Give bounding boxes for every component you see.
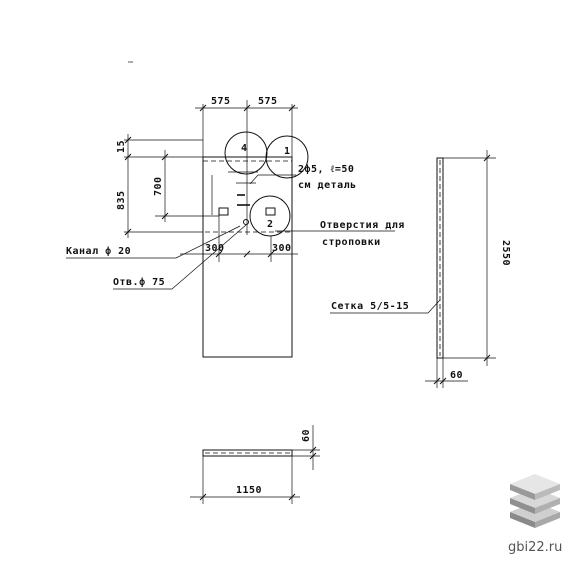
dim-side-thickness: 60 [301,429,312,442]
dim-left-total: 835 [116,190,127,210]
panel-outline [202,156,293,358]
callout-4-label: 4 [241,143,248,154]
left-dimensions: 15 835 700 [116,134,219,238]
stacked-slabs-logo-icon [510,474,560,528]
dim-right-small: 60 [450,370,463,381]
dim-left-mid: 700 [153,176,164,196]
side-outline [436,157,444,359]
mesh-label: Сетка 5/5-15 [331,301,409,312]
dim-left-top: 15 [116,140,127,153]
holes-label-line1: Отверстия для [320,220,405,231]
detail-label-line1: 2ф5, ℓ=50 [298,163,354,175]
bottom-dimensions: 300 300 [180,215,298,262]
callout-circles: 4 1 2 [224,131,309,237]
callout-2-label: 2 [267,219,274,230]
holes-label-line2: строповки [322,237,381,248]
dim-bottom-right: 300 [272,243,292,254]
dim-bottom-left: 300 [205,243,225,254]
dim-top-left: 575 [211,96,231,107]
callout-circle-1 [265,135,309,179]
channel-label: Канал ф 20 [66,245,131,257]
panel-top-view: 60 1150 [190,425,320,504]
panel-side-view: 2550 60 Сетка 5/5-15 [330,150,511,388]
plan-outline [202,449,293,457]
dim-side-length: 1150 [236,485,262,496]
panel-front-view [202,140,293,358]
dim-right-height: 2550 [500,240,511,266]
callout-circle-2 [249,195,291,237]
watermark-text: gbi22.ru [508,540,562,555]
hole-callout: Отв.ф 75 [113,224,247,290]
hole-label: Отв.ф 75 [113,276,165,288]
detail-callout: 2ф5, ℓ=50 см деталь [249,163,357,191]
top-dimension: 575 575 [195,96,298,157]
channel-callout: Канал ф 20 [66,225,241,259]
callout-1-label: 1 [284,146,291,157]
callout-circle-4 [224,131,268,175]
dim-top-right: 575 [258,96,278,107]
detail-label-line2: см деталь [298,180,357,191]
holes-callout: Отверстия для строповки [275,220,405,248]
